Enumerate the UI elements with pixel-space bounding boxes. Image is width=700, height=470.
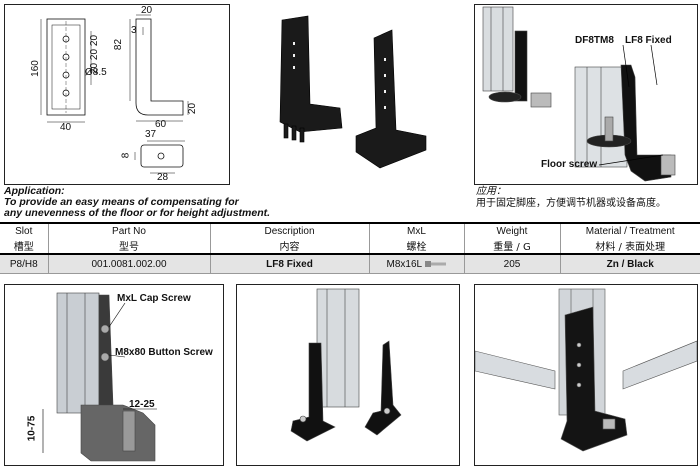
dim-12-25: 12-25 [129, 399, 155, 410]
header-slot-zh: 槽型 [0, 238, 48, 255]
application-title-zh: 应用： [476, 186, 506, 197]
header-row-zh: 槽型 型号 内容 螺栓 重量 / G 材料 / 表面处理 [0, 238, 700, 255]
dim-37: 37 [145, 129, 157, 140]
dim-10-75: 10-75 [26, 415, 38, 442]
header-slot: Slot [0, 222, 48, 238]
cell-description: LF8 Fixed [209, 254, 369, 274]
assembly-illustration [482, 6, 676, 182]
callout-lf8-fixed: LF8 Fixed [625, 35, 672, 46]
header-weight: Weight [463, 222, 560, 238]
application-line2-en: any unevenness of the floor or for heigh… [4, 207, 271, 219]
cell-weight: 205 [463, 254, 560, 274]
cell-material: Zn / Black [559, 254, 700, 274]
cross-section-panel: MxL Cap Screw M8x80 Button Screw 12-25 1… [4, 284, 224, 466]
cell-mxl: M8x16L [368, 254, 464, 274]
header-part-no: Part No [47, 222, 210, 238]
table-row: P8/H8 001.0081.002.00 LF8 Fixed M8x16L 2… [0, 254, 700, 274]
header-mxl: MxL [368, 222, 464, 238]
dim-82: 82 [113, 38, 125, 51]
frame-view-panel [474, 284, 698, 466]
application-zh: 应用： 用于固定脚座，方便调节机器或设备高度。 [476, 186, 666, 210]
cell-part-no: 001.0081.002.00 [47, 254, 210, 274]
mounted-view-panel [236, 284, 460, 466]
header-part-no-zh: 型号 [47, 238, 210, 255]
header-weight-zh: 重量 / G [463, 238, 560, 255]
application-title-en: Application: [4, 185, 65, 197]
dim-20a: 20 [89, 34, 101, 47]
assembly-view-panel: DF8TM8 LF8 Fixed Floor screw [474, 4, 698, 185]
dim-28: 28 [157, 172, 169, 183]
cross-section-illustration [42, 292, 157, 462]
dim-40: 40 [60, 122, 72, 133]
header-description-zh: 内容 [209, 238, 369, 255]
header-mxl-zh: 螺栓 [368, 238, 464, 255]
header-material: Material / Treatment [559, 222, 700, 238]
callout-df8tm8: DF8TM8 [575, 35, 614, 46]
header-row-en: Slot Part No Description MxL Weight Mate… [0, 222, 700, 238]
dim-3: 3 [131, 25, 137, 36]
header-description: Description [209, 222, 369, 238]
dim-top-20: 20 [141, 5, 153, 16]
dim-right-20: 20 [187, 102, 199, 115]
cell-slot: P8/H8 [0, 254, 48, 274]
callout-floor-screw: Floor screw [541, 159, 598, 170]
dim-8: 8 [120, 152, 132, 159]
header-material-zh: 材料 / 表面处理 [559, 238, 700, 255]
application-line-zh: 用于固定脚座，方便调节机器或设备高度。 [476, 198, 666, 209]
application-line1-en: To provide an easy means of compensating… [4, 196, 239, 208]
screw-icon [424, 260, 446, 267]
product-renders [279, 15, 427, 169]
dim-160: 160 [29, 60, 41, 77]
callout-cap-screw: MxL Cap Screw [117, 293, 191, 304]
mounted-illustration [290, 288, 402, 442]
application-en: Application: To provide an easy means of… [4, 186, 270, 219]
cell-mxl-text: M8x16L [386, 258, 422, 270]
dim-60: 60 [155, 119, 167, 130]
frame-illustration [475, 288, 697, 452]
spec-table: Slot Part No Description MxL Weight Mate… [0, 222, 700, 274]
callout-button-screw: M8x80 Button Screw [115, 347, 213, 358]
technical-drawing-panel: 160 40 20 20 20 Ø8.5 20 3 82 60 20 37 8 … [4, 4, 230, 185]
technical-drawing [40, 14, 189, 174]
dim-diameter: Ø8.5 [85, 67, 107, 78]
dim-20b: 20 [89, 48, 101, 61]
